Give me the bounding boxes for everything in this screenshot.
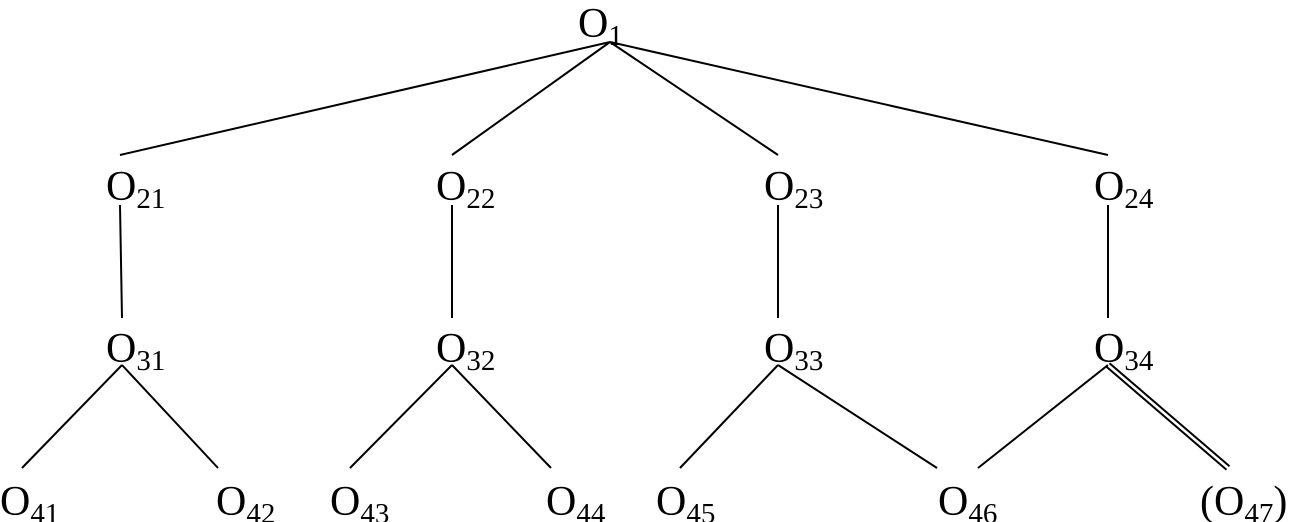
node-label-main: O: [436, 164, 466, 210]
node-label-main: O: [436, 326, 466, 372]
edge-o34-o47: [1105, 365, 1228, 471]
node-label-main: O: [938, 479, 968, 522]
node-label-subscript: 46: [968, 498, 997, 522]
edge-o33-o45: [679, 364, 779, 469]
node-label-subscript: 44: [576, 498, 606, 522]
node-o33: O33: [764, 326, 823, 377]
edge-o32-o44: [451, 364, 552, 469]
node-label-subscript: 47: [1244, 498, 1273, 522]
node-o34: O34: [1094, 326, 1154, 377]
node-label-main: O: [764, 326, 794, 372]
node-o1: O1: [578, 1, 623, 52]
node-label-main: O: [578, 1, 608, 47]
node-label-main: O: [546, 479, 576, 522]
node-o23: O23: [764, 164, 823, 215]
node-label-subscript: 1: [608, 20, 623, 52]
edge-o21-o31: [119, 204, 123, 319]
node-o46: O46: [938, 479, 997, 522]
edge-o1-o23: [609, 41, 779, 156]
node-label-subscript: 34: [1124, 345, 1154, 377]
edge-o1-o21: [119, 41, 611, 156]
edge-o1-o24: [609, 41, 1109, 156]
edge-o31-o41: [21, 364, 123, 469]
node-label-main: O: [0, 479, 30, 522]
node-label-subscript: 22: [466, 183, 495, 215]
edge-o34-o47: [1108, 362, 1231, 468]
node-label-subscript: 41: [30, 498, 59, 522]
edge-o31-o42: [121, 364, 219, 469]
node-o42: O42: [216, 479, 275, 522]
node-label-main: O: [106, 326, 136, 372]
edge-o1-o22: [451, 41, 611, 156]
node-label-subscript: 42: [246, 498, 275, 522]
node-o44: O44: [546, 479, 606, 522]
node-o45: O45: [656, 479, 715, 522]
node-label-subscript: 23: [794, 183, 823, 215]
node-label-main: O: [764, 164, 794, 210]
node-label-subscript: 33: [794, 345, 823, 377]
edge-o33-o46: [777, 364, 938, 469]
node-o47: (O47): [1200, 479, 1287, 522]
node-label-main: O: [656, 479, 686, 522]
node-label-subscript: 21: [136, 183, 165, 215]
node-label-subscript: 45: [686, 498, 715, 522]
node-label-main: O: [216, 479, 246, 522]
node-label-main: O: [1094, 164, 1124, 210]
node-label-subscript: 32: [466, 345, 495, 377]
node-o41: O41: [0, 479, 59, 522]
node-o43: O43: [330, 479, 389, 522]
edge-o32-o43: [349, 364, 453, 469]
node-o31: O31: [106, 326, 165, 377]
node-label-subscript: 43: [360, 498, 389, 522]
node-label-main: (O: [1200, 479, 1244, 522]
node-label-main: O: [1094, 326, 1124, 372]
node-label-suffix: ): [1273, 479, 1287, 522]
node-label-main: O: [330, 479, 360, 522]
node-o24: O24: [1094, 164, 1154, 215]
node-label-subscript: 24: [1124, 183, 1154, 215]
node-o32: O32: [436, 326, 495, 377]
edges: [21, 41, 1231, 471]
node-label-main: O: [106, 164, 136, 210]
node-o22: O22: [436, 164, 495, 215]
edge-o34-o46: [977, 364, 1109, 469]
node-label-subscript: 31: [136, 345, 165, 377]
node-o21: O21: [106, 164, 165, 215]
